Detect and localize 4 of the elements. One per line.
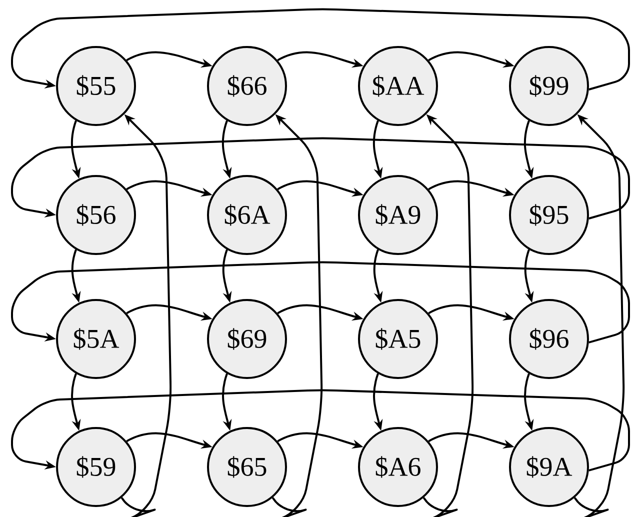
arrow [11, 261, 630, 344]
arrow [11, 137, 630, 220]
arrow [11, 389, 630, 472]
arrow [11, 8, 630, 90]
